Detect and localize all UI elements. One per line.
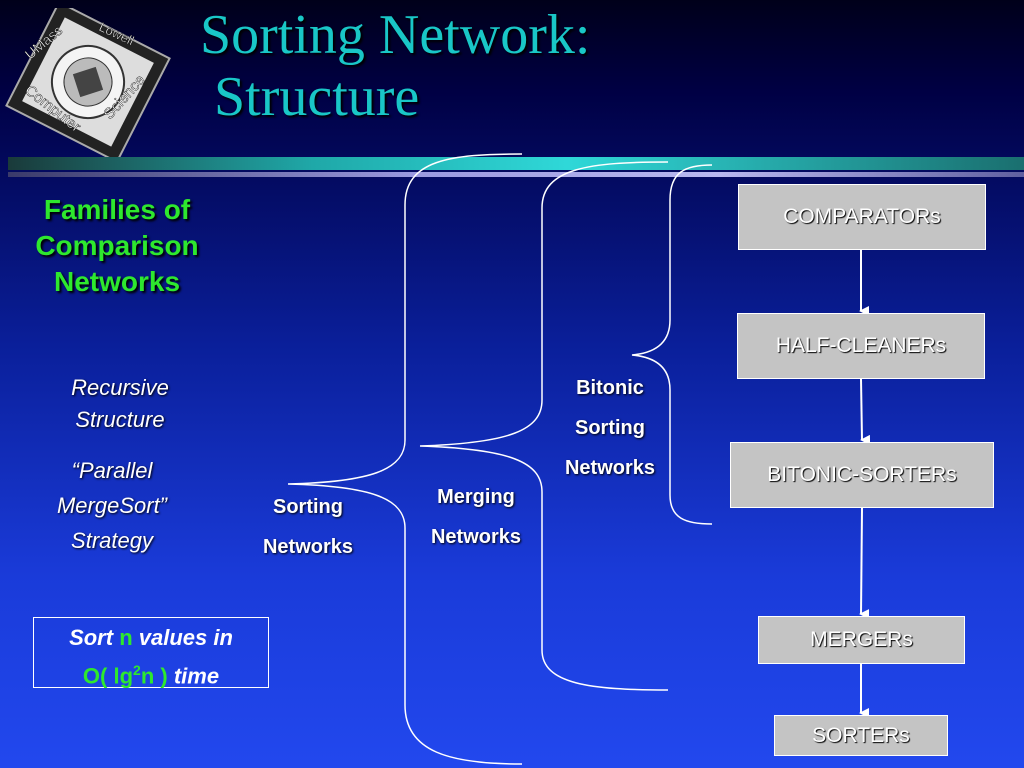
label-bitonic-line-3: Networks xyxy=(564,457,656,479)
label-merging-line-1: Merging xyxy=(437,486,515,508)
parallel-line-2: MergeSort” xyxy=(56,493,168,518)
arrow-bitonicsorters-to-mergers xyxy=(859,507,870,620)
families-heading: Families of Comparison Networks xyxy=(35,194,199,297)
header-divider-lavender xyxy=(8,172,1024,177)
node-mergers: MERGERs xyxy=(758,616,965,664)
brace-sorting-networks xyxy=(287,153,523,765)
complexity-exponent: 2 xyxy=(133,662,141,678)
complexity-values-text: values in xyxy=(132,625,233,650)
complexity-olg: O( lg xyxy=(82,663,134,689)
brace-merging-networks xyxy=(419,161,669,691)
complexity-line-2: O( lg2n ) time xyxy=(34,654,268,692)
recursive-structure-note: Recursive Structure xyxy=(20,372,220,436)
node-sorters: SORTERs xyxy=(774,715,948,756)
label-sorting-line-1: Sorting xyxy=(273,496,343,518)
brace-bitonic-networks xyxy=(631,164,713,525)
label-bitonic-line-2: Sorting xyxy=(575,417,645,439)
label-merging-line-2: Networks xyxy=(430,526,522,548)
slide-title: Sorting Network: Structure xyxy=(200,4,720,128)
node-half-cleaners: HALF-CLEANERs xyxy=(737,313,985,379)
arrow-halfcleaners-to-bitonicsorters xyxy=(860,378,871,445)
recursive-line-2: Structure xyxy=(75,407,165,432)
label-bitonic-sorting-networks: Bitonic Sorting Networks xyxy=(548,368,672,488)
complexity-n: n xyxy=(119,625,133,650)
complexity-box: Sort n values in O( lg2n ) time xyxy=(33,617,269,688)
parallel-line-3: Strategy xyxy=(71,528,153,553)
parallel-mergesort-note: “Parallel MergeSort” Strategy xyxy=(12,453,212,558)
node-bitonic-sorters: BITONIC-SORTERs xyxy=(730,442,994,508)
recursive-line-1: Recursive xyxy=(71,375,169,400)
umass-lowell-cs-logo: UMass Lowell Computer Science xyxy=(5,8,171,158)
node-comparators: COMPARATORs xyxy=(738,184,986,250)
complexity-time: time xyxy=(167,663,220,689)
header-divider-cyan xyxy=(8,157,1024,170)
label-bitonic-line-1: Bitonic xyxy=(576,377,644,399)
complexity-sort-text: Sort xyxy=(69,625,120,650)
label-sorting-networks: Sorting Networks xyxy=(248,487,368,567)
label-sorting-line-2: Networks xyxy=(262,536,354,558)
complexity-line-1: Sort n values in xyxy=(34,622,268,654)
complexity-n-close: n ) xyxy=(140,663,168,689)
title-line-2: Structure xyxy=(214,66,420,128)
parallel-line-1: “Parallel xyxy=(71,458,153,483)
label-merging-networks: Merging Networks xyxy=(416,477,536,557)
title-line-1: Sorting Network: xyxy=(200,4,591,66)
